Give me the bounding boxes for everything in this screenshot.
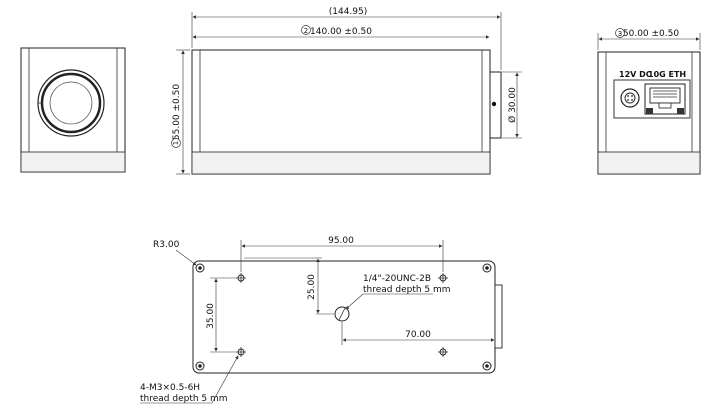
corner-screw-center bbox=[198, 266, 202, 270]
mount-callout-leader bbox=[211, 355, 239, 404]
power-connector-label: 12V DC bbox=[619, 70, 652, 79]
tripod-hole bbox=[334, 306, 350, 322]
power-connector-inner bbox=[624, 92, 636, 104]
hole-spacing-y-label: 35.00 bbox=[206, 303, 216, 329]
bottom-view: 95.00 25.00 35.00 70.00 R3.00 1/4"-20UNC… bbox=[140, 236, 503, 404]
ethernet-led-right bbox=[677, 108, 684, 114]
tripod-hole-thread-mark bbox=[338, 307, 346, 321]
tripod-callout-leader bbox=[345, 293, 364, 310]
mount-diameter-label: Ø 30.00 bbox=[507, 87, 518, 123]
body-length-marker-circle bbox=[301, 25, 311, 35]
lens-mount-bore bbox=[49, 81, 93, 125]
corner-radius-label: R3.00 bbox=[153, 240, 180, 250]
lens-mount-screw bbox=[491, 101, 497, 107]
ethernet-port-opening bbox=[649, 87, 681, 104]
bottom-view-lens-mount bbox=[494, 284, 503, 349]
power-pin bbox=[627, 99, 629, 101]
ethernet-port-label: 10G ETH bbox=[648, 70, 686, 79]
m3-mount-holes bbox=[236, 273, 448, 357]
front-view-base-band bbox=[20, 151, 126, 173]
overall-length-label: (144.95) bbox=[329, 7, 368, 17]
tripod-offset-x-label: 70.00 bbox=[405, 330, 431, 340]
power-pin bbox=[627, 95, 629, 97]
corner-screw-center bbox=[485, 364, 489, 368]
power-pin bbox=[631, 99, 633, 101]
rear-view-base-band bbox=[597, 151, 701, 175]
height-marker-circle bbox=[171, 138, 181, 148]
ethernet-latch bbox=[658, 102, 672, 109]
body-length-marker: 2 bbox=[304, 27, 308, 35]
rear-width-label: 50.00 ±0.50 bbox=[623, 29, 679, 39]
tripod-depth-label: thread depth 5 mm bbox=[363, 285, 451, 295]
side-view-base-band bbox=[191, 151, 491, 175]
body-length-label: 140.00 ±0.50 bbox=[310, 27, 372, 37]
height-marker: 1 bbox=[172, 141, 180, 145]
power-connector bbox=[620, 88, 640, 108]
side-view: (144.95) 2 140.00 ±0.50 55.00 ±0.50 1 Ø … bbox=[171, 7, 522, 175]
ethernet-led-left bbox=[646, 108, 653, 114]
mount-thread-label: 4-M3×0.5-6H bbox=[140, 383, 200, 393]
power-pin bbox=[631, 95, 633, 97]
lens-mount-outer-ring bbox=[37, 69, 105, 137]
height-label: 55.00 ±0.50 bbox=[172, 84, 182, 140]
corner-screws bbox=[195, 263, 492, 371]
ethernet-port bbox=[644, 83, 686, 115]
corner-screw-center bbox=[198, 364, 202, 368]
corner-screw-center bbox=[485, 266, 489, 270]
tripod-offset-y-label: 25.00 bbox=[307, 274, 317, 300]
tripod-thread-label: 1/4"-20UNC-2B bbox=[363, 274, 431, 284]
rear-view: 3 50.00 ±0.50 12V DC 10G ETH bbox=[597, 28, 701, 175]
mount-depth-label: thread depth 5 mm bbox=[140, 394, 228, 404]
rear-width-marker: 3 bbox=[618, 30, 622, 38]
rear-width-marker-circle bbox=[615, 28, 625, 38]
lens-mount bbox=[37, 69, 105, 137]
hole-spacing-x-label: 95.00 bbox=[328, 236, 354, 246]
front-view bbox=[20, 47, 126, 173]
corner-radius-leader bbox=[175, 249, 197, 266]
